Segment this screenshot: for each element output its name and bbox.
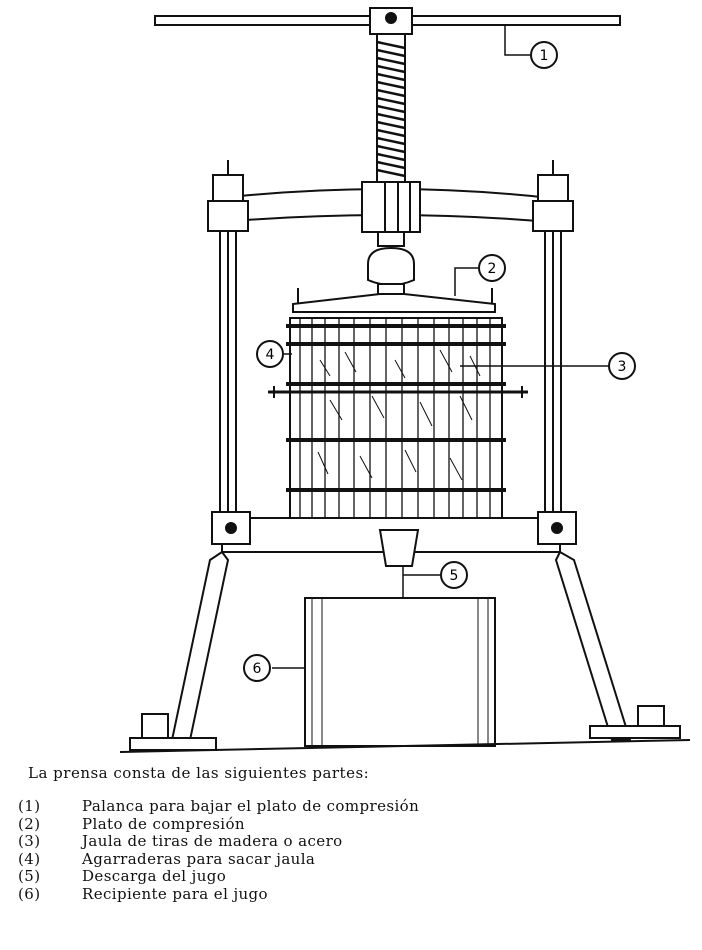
part-description: Plato de compresión xyxy=(82,814,245,833)
part-description: Palanca para bajar el plato de compresió… xyxy=(82,797,420,815)
part-number: (5) xyxy=(18,867,41,885)
svg-text:5: 5 xyxy=(450,568,459,584)
callout-leaders xyxy=(272,26,608,669)
top-nuts xyxy=(207,160,574,232)
part-number: (2) xyxy=(18,814,41,833)
callout-3: 3 xyxy=(608,352,636,380)
handle-lever xyxy=(154,7,621,35)
callout-2: 2 xyxy=(478,254,506,282)
ground-line xyxy=(119,739,691,753)
callout-4: 4 xyxy=(256,340,284,368)
juice-container xyxy=(304,597,496,747)
part-item: (4) Agarraderas para sacar jaula xyxy=(18,849,698,869)
part-item: (2) Plato de compresión xyxy=(18,814,698,834)
compression-head xyxy=(367,231,415,295)
parts-list: (1) Palanca para bajar el plato de compr… xyxy=(18,797,698,904)
base-tray xyxy=(211,511,577,567)
part-description: Agarraderas para sacar jaula xyxy=(82,849,316,868)
callout-6: 6 xyxy=(243,654,271,682)
part-item: (3) Jaula de tiras de madera o acero xyxy=(18,832,698,851)
part-description: Descarga del jugo xyxy=(82,867,227,885)
svg-text:4: 4 xyxy=(266,347,275,363)
callout-5: 5 xyxy=(440,561,468,589)
caption-intro: La prensa consta de las siguientes parte… xyxy=(28,764,370,782)
svg-text:1: 1 xyxy=(540,48,549,64)
parts-caption: La prensa consta de las siguientes parte… xyxy=(18,764,698,903)
callout-1: 1 xyxy=(530,41,558,69)
part-description: Jaula de tiras de madera o acero xyxy=(82,832,343,850)
vertical-rods xyxy=(219,230,562,517)
fruit-press-illustration: 1 2 3 4 5 6 xyxy=(119,7,691,753)
svg-text:6: 6 xyxy=(253,661,262,677)
svg-text:2: 2 xyxy=(488,261,497,277)
svg-text:3: 3 xyxy=(618,359,627,375)
part-item: (6) Recipiente para el jugo xyxy=(18,884,698,904)
part-number: (3) xyxy=(18,832,41,850)
part-item: (1) Palanca para bajar el plato de compr… xyxy=(18,797,698,816)
part-number: (1) xyxy=(18,797,41,815)
press-drawing xyxy=(119,7,691,753)
legs xyxy=(129,550,681,751)
part-number: (6) xyxy=(18,884,41,903)
cage xyxy=(268,317,528,519)
crossbeam xyxy=(219,181,551,233)
part-number: (4) xyxy=(18,849,41,868)
part-description: Recipiente para el jugo xyxy=(82,884,268,903)
screw xyxy=(376,33,406,185)
part-item: (5) Descarga del jugo xyxy=(18,867,698,886)
compression-plate xyxy=(292,288,496,313)
